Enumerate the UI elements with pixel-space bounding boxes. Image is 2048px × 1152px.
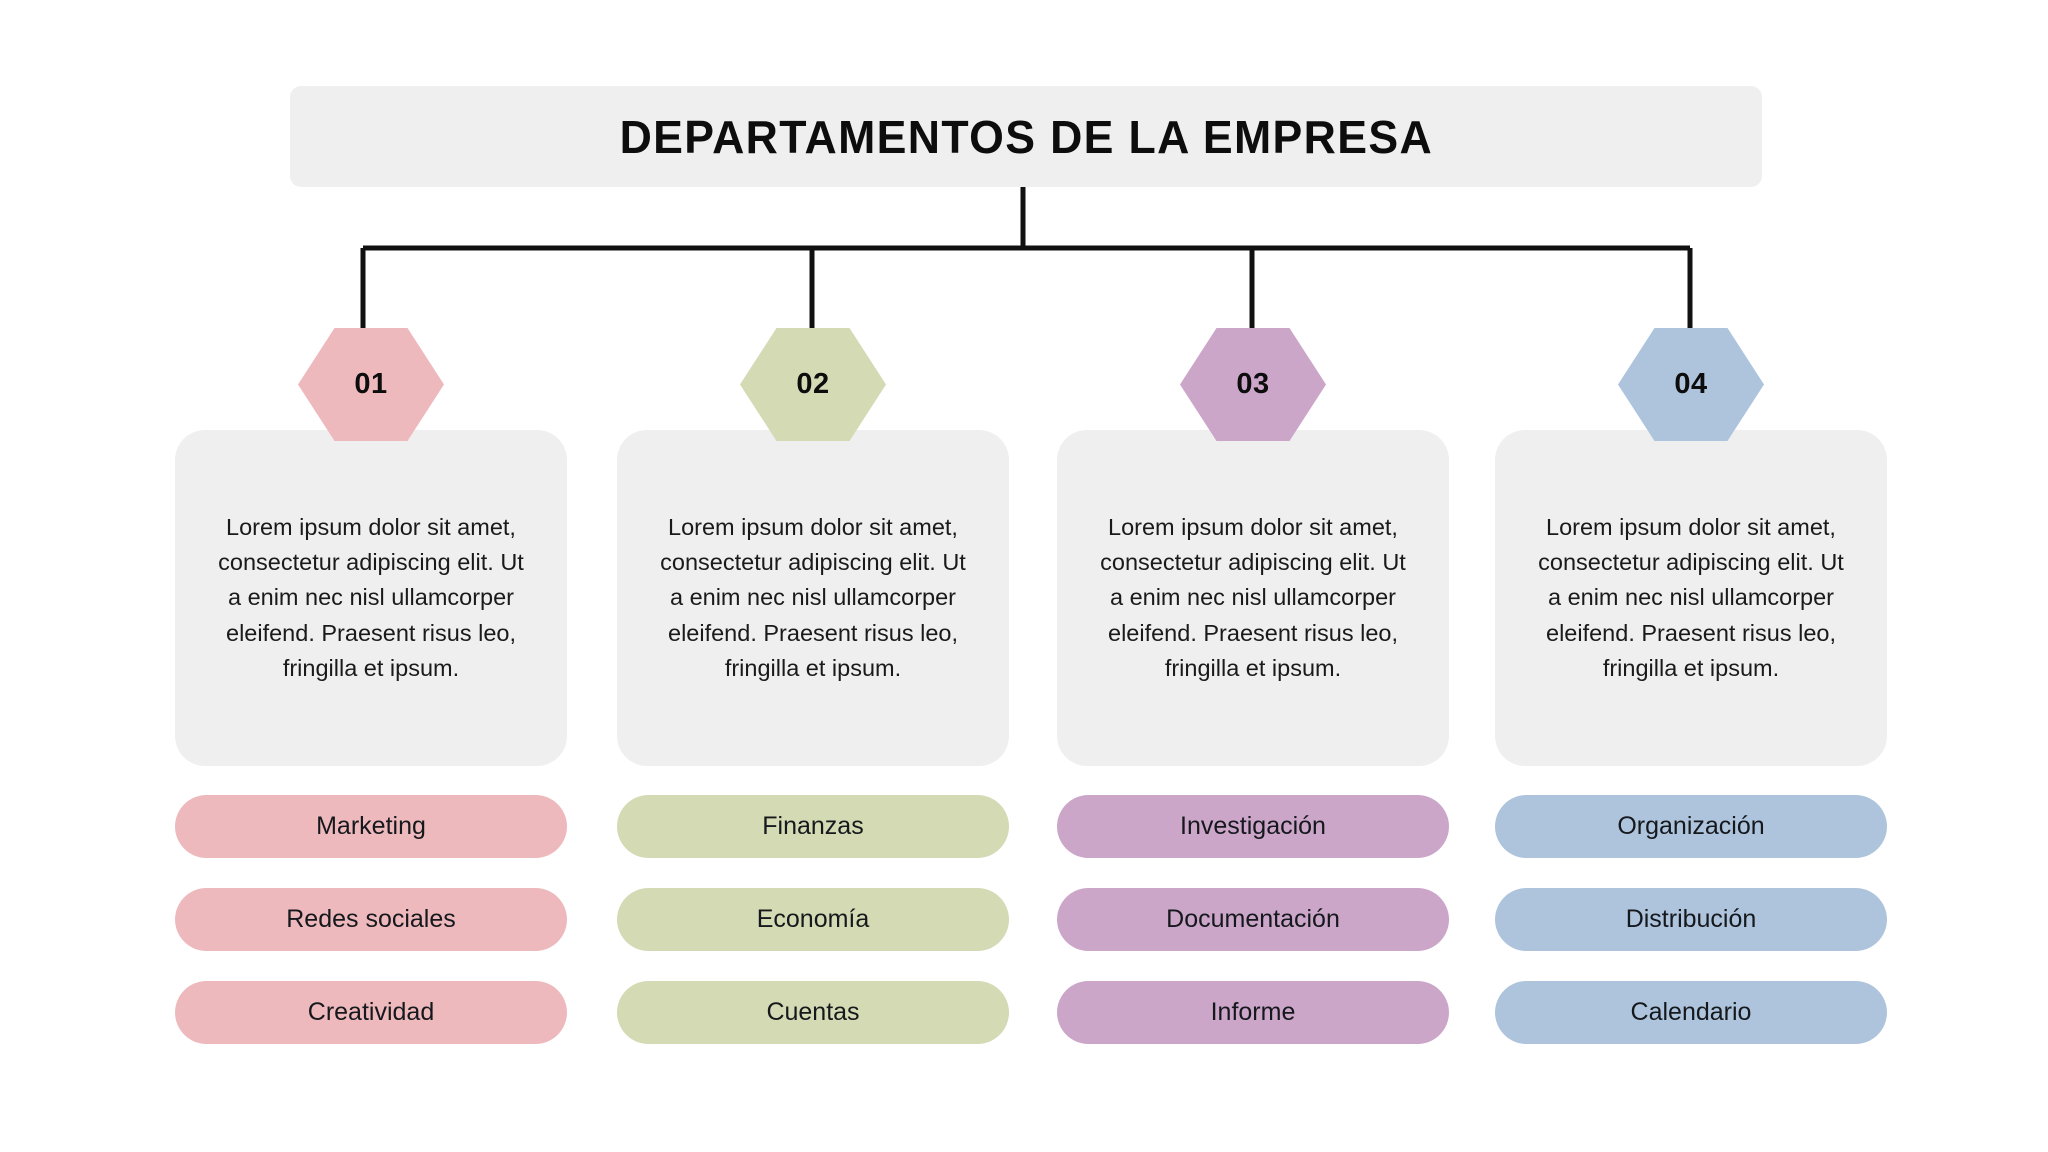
pill-stack-4: Organización Distribución Calendario [1495,795,1887,1074]
pill-item[interactable]: Redes sociales [175,888,567,951]
description-card-2: Lorem ipsum dolor sit amet, consectetur … [617,430,1009,766]
diagram-title-bar: DEPARTAMENTOS DE LA EMPRESA [290,86,1762,187]
page-title: DEPARTAMENTOS DE LA EMPRESA [619,110,1433,163]
pill-label: Calendario [1630,998,1752,1026]
description-text-4: Lorem ipsum dolor sit amet, consectetur … [1538,513,1844,681]
pill-item[interactable]: Creatividad [175,981,567,1044]
description-text-3: Lorem ipsum dolor sit amet, consectetur … [1100,513,1406,681]
pill-item[interactable]: Organización [1495,795,1887,858]
pill-label: Economía [756,905,870,933]
hexagon-number-2: 02 [796,368,830,400]
pill-label: Creatividad [307,998,435,1026]
pill-stack-2: Finanzas Economía Cuentas [617,795,1009,1074]
pill-item[interactable]: Finanzas [617,795,1009,858]
pill-item[interactable]: Economía [617,888,1009,951]
hexagon-badge-1: 01 [298,328,444,441]
description-text-2: Lorem ipsum dolor sit amet, consectetur … [660,513,966,681]
pill-label: Organización [1617,812,1765,840]
pill-label: Marketing [316,812,426,840]
hexagon-badge-3: 03 [1180,328,1326,441]
pill-label: Finanzas [762,812,864,840]
department-column-2: Lorem ipsum dolor sit amet, consectetur … [617,0,1009,1152]
hexagon-number-4: 04 [1674,368,1708,400]
hexagon-number-1: 01 [354,368,388,400]
pill-label: Distribución [1625,905,1757,933]
hexagon-badge-4: 04 [1618,328,1764,441]
pill-item[interactable]: Distribución [1495,888,1887,951]
description-card-1: Lorem ipsum dolor sit amet, consectetur … [175,430,567,766]
pill-item[interactable]: Documentación [1057,888,1449,951]
hexagon-number-3: 03 [1236,368,1270,400]
description-text-1: Lorem ipsum dolor sit amet, consectetur … [218,513,524,681]
department-column-4: Lorem ipsum dolor sit amet, consectetur … [1495,0,1887,1152]
pill-item[interactable]: Calendario [1495,981,1887,1044]
pill-item[interactable]: Cuentas [617,981,1009,1044]
department-column-1: Lorem ipsum dolor sit amet, consectetur … [175,0,567,1152]
hexagon-badge-2: 02 [740,328,886,441]
pill-item[interactable]: Marketing [175,795,567,858]
pill-item[interactable]: Informe [1057,981,1449,1044]
pill-label: Documentación [1166,905,1340,933]
department-column-3: Lorem ipsum dolor sit amet, consectetur … [1057,0,1449,1152]
description-card-4: Lorem ipsum dolor sit amet, consectetur … [1495,430,1887,766]
pill-stack-1: Marketing Redes sociales Creatividad [175,795,567,1074]
pill-label: Redes sociales [286,905,456,933]
pill-label: Cuentas [766,998,860,1026]
pill-item[interactable]: Investigación [1057,795,1449,858]
pill-label: Informe [1210,998,1296,1026]
description-card-3: Lorem ipsum dolor sit amet, consectetur … [1057,430,1449,766]
pill-stack-3: Investigación Documentación Informe [1057,795,1449,1074]
pill-label: Investigación [1180,812,1326,840]
